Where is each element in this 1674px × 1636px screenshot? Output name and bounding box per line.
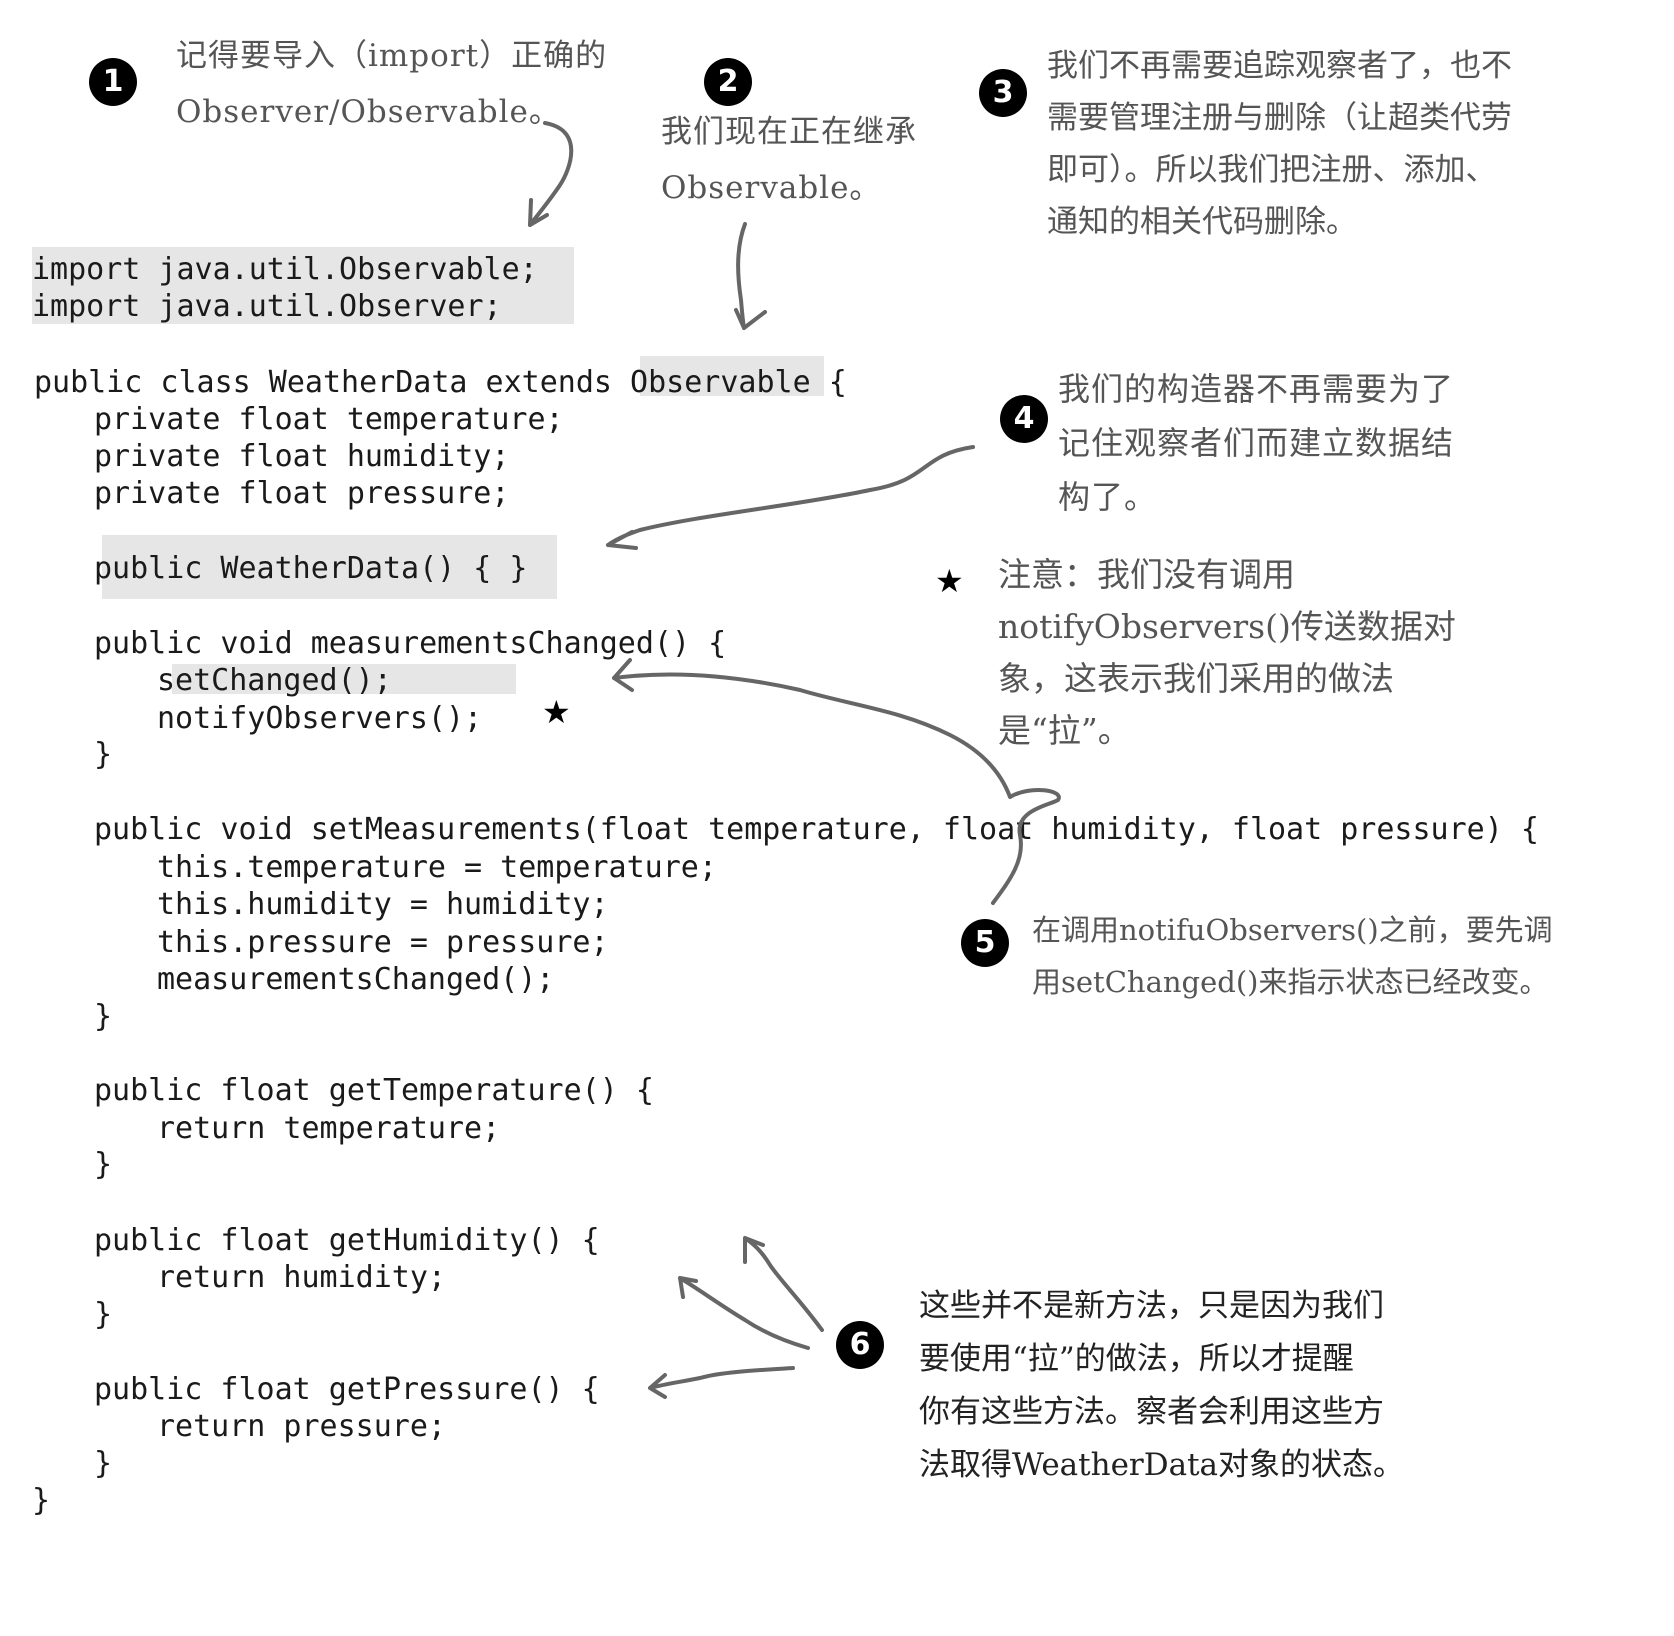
star-icon-code: ★ [542, 693, 571, 731]
code-line-field-pres: private float pressure; [94, 476, 510, 511]
arrow-6c [648, 1366, 795, 1399]
code-line-gp-decl: public float getPressure() { [94, 1372, 600, 1407]
note-2-text: 我们现在正在继承 Observable。 [661, 114, 917, 206]
code-line-mc-close: } [94, 737, 113, 772]
code-line-sm-close: } [94, 999, 113, 1034]
code-line-gp-ret: return pressure; [157, 1409, 446, 1444]
badge-6: 6 [836, 1321, 884, 1369]
code-line-notify: notifyObservers(); [157, 701, 483, 736]
code-line-constructor: public WeatherData() { } [94, 551, 528, 586]
code-line-sm-call: measurementsChanged(); [157, 962, 555, 997]
arrow-1 [528, 121, 574, 227]
setchanged-highlight [172, 664, 516, 694]
note-3-text: 我们不再需要追踪观察者了，也不 需要管理注册与删除（让超类代劳 即可）。所以我们… [1047, 48, 1512, 240]
star-icon-note: ★ [935, 562, 964, 600]
code-line-set-changed: setChanged(); [157, 663, 392, 698]
code-line-gt-close: } [94, 1147, 113, 1182]
code-line-gt-ret: return temperature; [157, 1111, 501, 1146]
star-note-text: 注意：我们没有调用 notifyObservers()传送数据对 象，这表示我们… [998, 555, 1456, 750]
code-line-sm-pres: this.pressure = pressure; [157, 925, 609, 960]
code-line-sm-temp: this.temperature = temperature; [157, 850, 717, 885]
badge-2: 2 [704, 58, 752, 106]
note-4-text: 我们的构造器不再需要为了 记住观察者们而建立数据结 构了。 [1058, 370, 1455, 516]
code-line-gh-ret: return humidity; [157, 1260, 446, 1295]
badge-4: 4 [1000, 395, 1048, 443]
code-line-gp-close: } [94, 1446, 113, 1481]
note-5-text: 在调用notifuObservers()之前，要先调 用setChanged()… [1032, 913, 1553, 999]
arrow-6b [678, 1276, 810, 1350]
code-line-class-decl: public class WeatherData extends Observa… [34, 365, 847, 400]
arrow-4 [606, 445, 975, 550]
code-line-sm-hum: this.humidity = humidity; [157, 887, 609, 922]
badge-3: 3 [979, 69, 1027, 117]
code-line-gh-decl: public float getHumidity() { [94, 1223, 600, 1258]
arrow-5 [612, 658, 1061, 905]
badge-5: 5 [961, 919, 1009, 967]
code-line-sm-decl: public void setMeasurements(float temper… [94, 812, 1539, 847]
code-line-import2: import java.util.Observer; [32, 289, 502, 324]
observable-highlight [640, 356, 824, 396]
note-6-text: 这些并不是新方法，只是因为我们 要使用“拉”的做法，所以才提醒 你有这些方法。察… [919, 1288, 1405, 1483]
note-1-text: 记得要导入（import）正确的 Observer/Observable。 [176, 38, 608, 130]
code-line-field-hum: private float humidity; [94, 439, 510, 474]
badge-1: 1 [89, 58, 137, 106]
code-line-gt-decl: public float getTemperature() { [94, 1073, 654, 1108]
code-line-field-temp: private float temperature; [94, 402, 564, 437]
code-line-import1: import java.util.Observable; [32, 252, 538, 287]
code-line-mc-decl: public void measurementsChanged() { [94, 626, 727, 661]
arrow-6a [743, 1236, 824, 1332]
code-line-gh-close: } [94, 1297, 113, 1332]
arrow-2 [734, 222, 767, 330]
code-line-class-close: } [32, 1483, 51, 1518]
constructor-highlight [102, 535, 557, 599]
import-highlight [32, 247, 574, 324]
